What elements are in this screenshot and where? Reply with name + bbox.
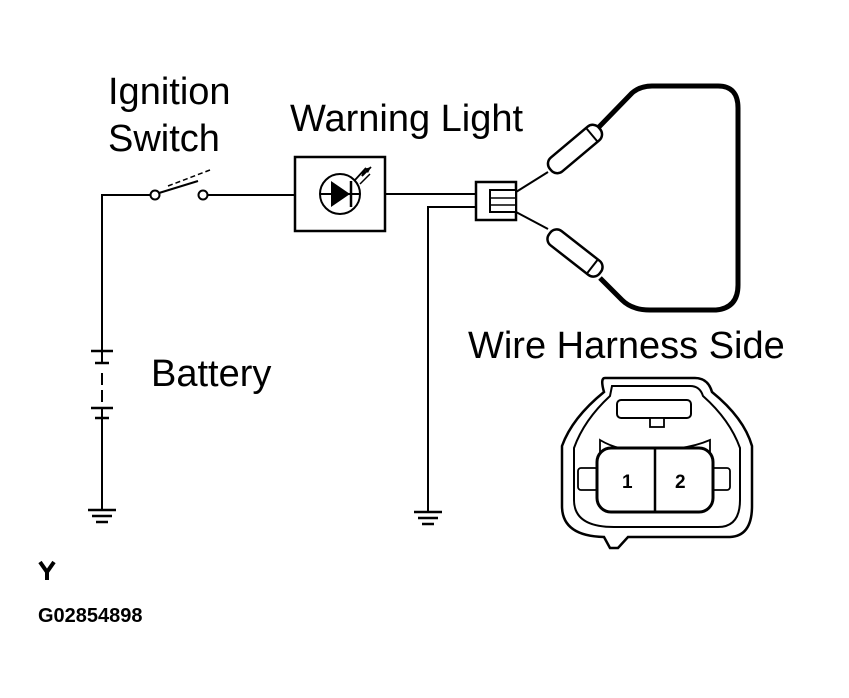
battery-circuit [91,194,152,510]
figure-code: G02854898 [38,605,143,627]
wire-harness-side-label: Wire Harness Side [468,325,785,367]
ignition-switch-label-line2: Switch [108,118,220,160]
y-marker-icon [38,560,56,580]
warning-light-icon [293,155,387,233]
pin-1-label: 1 [622,472,633,493]
warning-light-label: Warning Light [290,98,523,140]
ignition-switch-label-line1: Ignition [108,71,231,113]
ignition-switch-icon [149,169,211,201]
jumper-wire-loop [515,83,741,313]
ground-icon [88,508,116,524]
connector-plug-icon [474,180,518,222]
harness-connector-face: 1 2 [560,376,754,550]
battery-label: Battery [151,353,271,395]
pin-2-label: 2 [675,472,686,493]
ground-icon-2 [414,510,442,526]
